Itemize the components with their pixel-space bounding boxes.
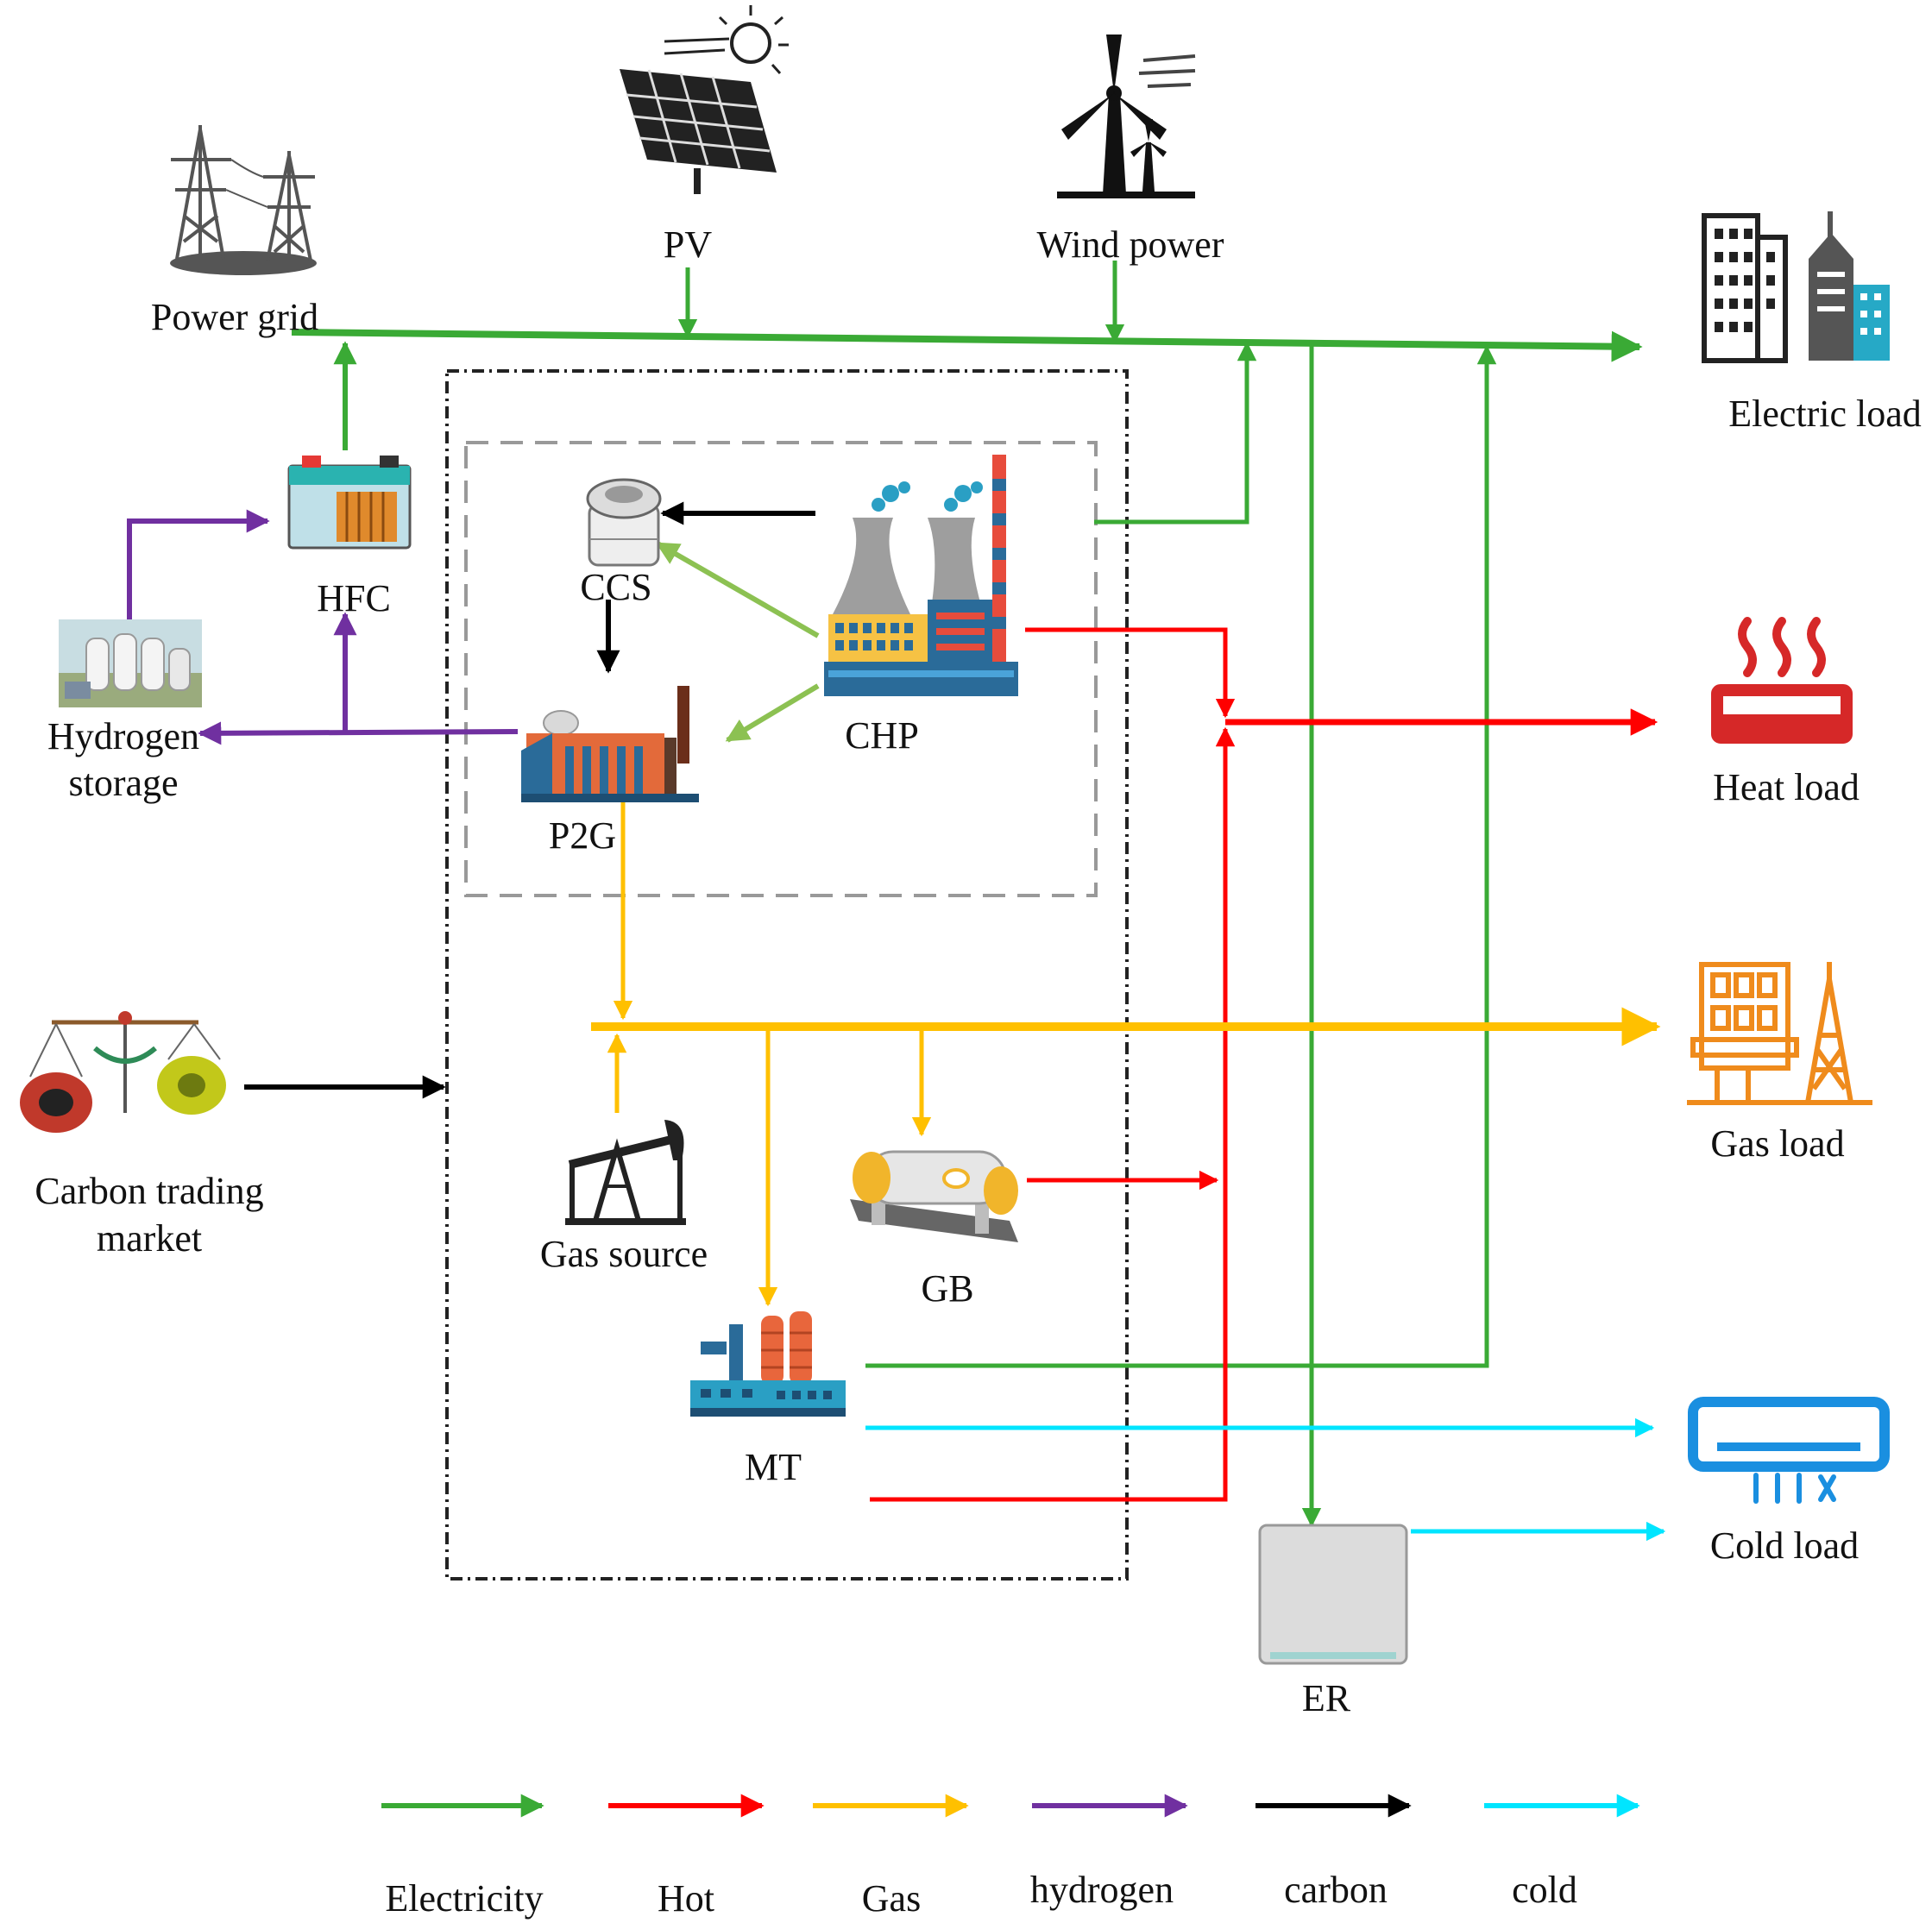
er-label: ER	[1302, 1677, 1351, 1719]
legend: Electricity Hot Gas hydrogen carbon cold	[381, 1794, 1640, 1920]
chp-to-heat-arrow	[1025, 627, 1236, 719]
hydrogen-storage-label-2: storage	[68, 762, 178, 804]
mt-to-bus-arrow	[865, 344, 1497, 1368]
mt-label: MT	[745, 1446, 802, 1488]
legend-hydrogen-label: hydrogen	[1030, 1869, 1174, 1911]
gas-facility-icon	[1687, 962, 1872, 1105]
legend-hot-label: Hot	[658, 1877, 714, 1920]
battery-icon	[287, 456, 412, 550]
power-plant-icon	[824, 455, 1018, 696]
scales-icon	[20, 1011, 226, 1133]
wind-turbine-icon	[1057, 35, 1196, 198]
electric-bus	[291, 329, 1643, 362]
legend-electricity-label: Electricity	[385, 1877, 543, 1920]
hydrogen-flows	[127, 509, 519, 745]
compressor-icon	[586, 478, 662, 567]
cold-flows	[865, 1417, 1666, 1542]
legend-cold-label: cold	[1512, 1869, 1577, 1911]
city-buildings-icon	[1702, 211, 1890, 363]
carbon-market-label-1: Carbon trading	[35, 1170, 263, 1212]
legend-carbon-label: carbon	[1284, 1869, 1388, 1911]
storage-tanks-icon	[59, 619, 202, 707]
gb-label: GB	[921, 1267, 973, 1310]
cold-load-label: Cold load	[1710, 1524, 1859, 1567]
ccs-label: CCS	[580, 566, 651, 608]
gas-source-label: Gas source	[540, 1233, 708, 1275]
integrated-system-boundary	[445, 369, 1129, 1581]
oil-pump-icon	[565, 1120, 686, 1225]
chp-to-p2g-co2-arrow	[725, 683, 820, 743]
heat-load-label: Heat load	[1713, 766, 1860, 808]
gas-tank-icon	[850, 1150, 1018, 1242]
gas-load-label: Gas load	[1710, 1122, 1844, 1165]
chp-to-bus-arrow	[1094, 341, 1257, 525]
carbon-capture-boundary	[464, 441, 1098, 897]
hydrogen-storage-label-1: Hydrogen	[47, 715, 199, 757]
solar-panel-icon	[620, 5, 789, 194]
p2g-label: P2G	[549, 814, 616, 857]
radiator-icon	[1711, 617, 1853, 744]
transmission-tower-icon	[170, 125, 317, 275]
hfc-label: HFC	[317, 577, 391, 619]
carbon-flows	[244, 501, 820, 1099]
mt-to-heat-arrow	[870, 726, 1236, 1502]
heat-flows	[870, 627, 1658, 1502]
refinery-icon	[690, 1311, 846, 1417]
chp-label: CHP	[845, 714, 919, 757]
chp-to-ccs-co2-arrow	[655, 541, 820, 638]
p2g-to-storage-arrow	[198, 721, 519, 745]
chiller-icon	[1258, 1524, 1408, 1665]
electricity-flows	[291, 261, 1643, 1528]
wind-power-label: Wind power	[1037, 223, 1224, 266]
legend-gas-label: Gas	[862, 1877, 921, 1920]
power-grid-label: Power grid	[151, 296, 318, 338]
factory-icon	[521, 686, 699, 802]
pv-label: PV	[664, 223, 712, 266]
air-conditioner-icon	[1688, 1397, 1890, 1504]
storage-to-hfc-arrow	[127, 509, 270, 619]
electric-load-label: Electric load	[1728, 393, 1922, 435]
carbon-market-label-2: market	[97, 1217, 202, 1260]
gas-flows	[591, 802, 1661, 1307]
